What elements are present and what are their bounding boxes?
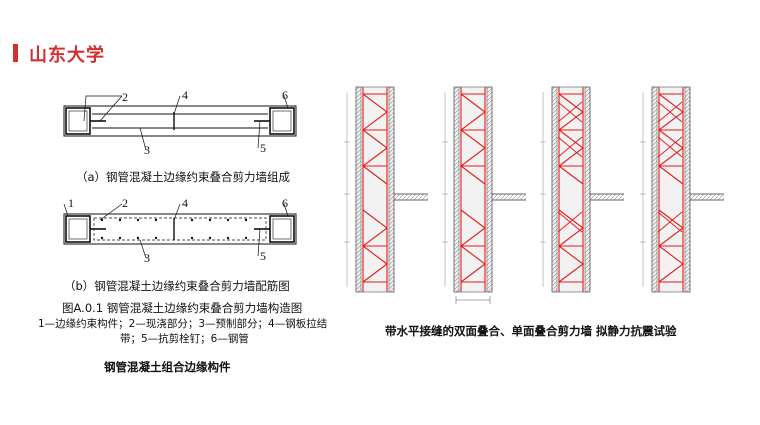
label-5: 5 — [260, 141, 266, 155]
label-3: 3 — [144, 143, 150, 156]
caption-a: （a）钢管混凝土边缘约束叠合剪力墙组成 — [76, 170, 291, 184]
diagram-a: 2 4 6 3 5 — [63, 88, 297, 156]
label-4: 4 — [182, 196, 188, 210]
figure-title: 图A.0.1 钢管混凝土边缘约束叠合剪力墙构造图 — [62, 301, 303, 315]
label-6: 6 — [282, 196, 288, 210]
label-2: 2 — [122, 90, 128, 104]
label-1: 1 — [68, 196, 74, 210]
label-6: 6 — [282, 88, 288, 102]
label-4: 4 — [182, 88, 188, 102]
label-3: 3 — [144, 251, 150, 265]
section-caption: 钢管混凝土组合边缘构件 — [104, 360, 231, 374]
wall-test-drawings — [343, 86, 725, 304]
figure-legend-line2: 带；5—抗剪栓钉；6—钢管 — [120, 333, 249, 345]
caption-b: （b）钢管混凝土边缘约束叠合剪力墙配筋图 — [64, 279, 290, 293]
title-accent-bar — [13, 44, 18, 62]
page-title: 山东大学 — [29, 45, 105, 66]
figure-legend-line1: 1—边缘约束构件；2—现浇部分；3—预制部分；4—钢板拉结 — [38, 318, 328, 330]
diagram-b: 1 2 4 6 3 5 — [63, 196, 297, 265]
label-2: 2 — [122, 196, 128, 210]
test-caption: 带水平接缝的双面叠合、单面叠合剪力墙 拟静力抗震试验 — [385, 324, 677, 338]
label-5: 5 — [260, 249, 266, 263]
